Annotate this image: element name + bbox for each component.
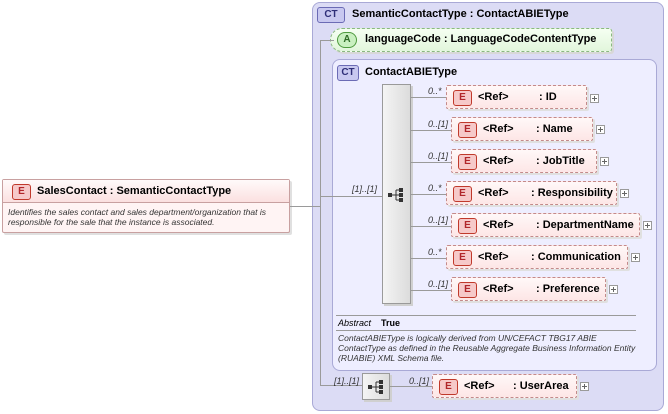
element-name: : Preference bbox=[536, 283, 600, 295]
expand-icon-preference[interactable] bbox=[609, 285, 618, 294]
element-badge: E bbox=[453, 250, 472, 266]
expand-icon-name[interactable] bbox=[596, 125, 605, 134]
sales-contact-element[interactable]: E SalesContact : SemanticContactType Ide… bbox=[2, 179, 290, 233]
attribute-title: languageCode : LanguageCodeContentType bbox=[365, 33, 597, 45]
element-badge: E bbox=[453, 90, 472, 106]
ref-label: <Ref> bbox=[483, 123, 514, 135]
child-cardinality-communication: 0..* bbox=[428, 247, 442, 257]
complex-type-badge: CT bbox=[317, 7, 345, 23]
child-cardinality-id: 0..* bbox=[428, 86, 442, 96]
child-element-name[interactable]: E <Ref> : Name bbox=[451, 117, 593, 141]
child-element-jobtitle[interactable]: E <Ref> : JobTitle bbox=[451, 149, 597, 173]
expand-icon-jobtitle[interactable] bbox=[600, 157, 609, 166]
expand-icon-user-area[interactable] bbox=[580, 382, 589, 391]
ref-label: <Ref> bbox=[478, 251, 509, 263]
inner-type-title: ContactABIEType bbox=[365, 66, 458, 78]
ref-label: <Ref> bbox=[478, 187, 509, 199]
child-element-responsibility[interactable]: E <Ref> : Responsibility bbox=[446, 181, 617, 205]
element-name: : Name bbox=[536, 123, 573, 135]
element-badge: E bbox=[439, 379, 458, 395]
root-title: SalesContact : SemanticContactType bbox=[37, 185, 232, 197]
abstract-label: Abstract bbox=[338, 318, 372, 328]
expand-icon-id[interactable] bbox=[590, 94, 599, 103]
element-name: : ID bbox=[539, 91, 557, 103]
child-element-preference[interactable]: E <Ref> : Preference bbox=[451, 277, 606, 301]
extension-sequence-cardinality: [1]..[1] bbox=[334, 376, 360, 386]
child-cardinality-responsibility: 0..* bbox=[428, 183, 442, 193]
child-cardinality-preference: 0..[1] bbox=[428, 279, 449, 289]
ref-label: <Ref> bbox=[483, 283, 514, 295]
ref-label: <Ref> bbox=[483, 219, 514, 231]
user-area-cardinality: 0..[1] bbox=[409, 376, 430, 386]
root-description: Identifies the sales contact and sales d… bbox=[8, 207, 266, 227]
expand-icon-departmentname[interactable] bbox=[643, 221, 652, 230]
complex-type-badge-inner: CT bbox=[337, 65, 359, 81]
expand-icon-communication[interactable] bbox=[631, 253, 640, 262]
expand-icon-responsibility[interactable] bbox=[620, 189, 629, 198]
inner-type-description: ContactABIEType is logically derived fro… bbox=[338, 333, 636, 363]
child-element-communication[interactable]: E <Ref> : Communication bbox=[446, 245, 628, 269]
ref-label: <Ref> bbox=[464, 380, 495, 392]
child-cardinality-departmentname: 0..[1] bbox=[428, 215, 449, 225]
sequence-cardinality: [1]..[1] bbox=[352, 184, 378, 194]
language-code-attribute[interactable]: A languageCode : LanguageCodeContentType bbox=[330, 28, 612, 52]
ref-label: <Ref> bbox=[478, 91, 509, 103]
user-area-element[interactable]: E <Ref> : UserArea bbox=[432, 374, 577, 398]
element-name: : DepartmentName bbox=[536, 219, 634, 231]
element-name: : JobTitle bbox=[536, 155, 585, 167]
extension-sequence-compositor[interactable] bbox=[362, 373, 390, 400]
child-element-id[interactable]: E <Ref> : ID bbox=[446, 85, 587, 109]
child-cardinality-jobtitle: 0..[1] bbox=[428, 151, 449, 161]
element-badge: E bbox=[453, 186, 472, 202]
sequence-icon bbox=[388, 188, 403, 202]
outer-type-title: SemanticContactType : ContactABIEType bbox=[352, 8, 569, 20]
sequence-icon bbox=[368, 380, 383, 394]
attribute-badge: A bbox=[337, 32, 357, 48]
element-badge: E bbox=[458, 122, 477, 138]
element-name: : Responsibility bbox=[531, 187, 613, 199]
element-badge: E bbox=[458, 154, 477, 170]
sequence-compositor[interactable] bbox=[382, 84, 411, 304]
element-name: : UserArea bbox=[513, 380, 569, 392]
element-name: : Communication bbox=[531, 251, 621, 263]
element-badge: E bbox=[458, 282, 477, 298]
element-badge: E bbox=[12, 184, 31, 200]
child-element-departmentname[interactable]: E <Ref> : DepartmentName bbox=[451, 213, 640, 237]
element-badge: E bbox=[458, 218, 477, 234]
abstract-value: True bbox=[381, 318, 401, 328]
child-cardinality-name: 0..[1] bbox=[428, 119, 449, 129]
ref-label: <Ref> bbox=[483, 155, 514, 167]
